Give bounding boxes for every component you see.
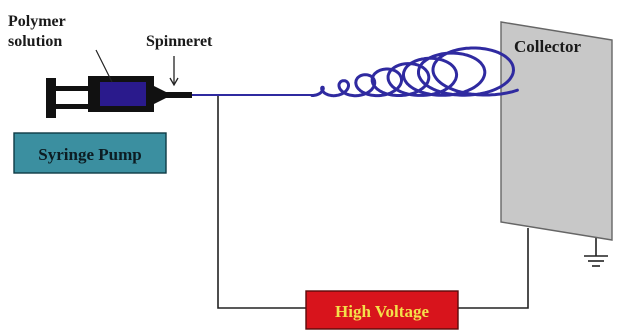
high-voltage-box [305,290,459,330]
collector-label: Collector [514,37,581,56]
spinneret-needle [166,92,192,98]
polymer-jet-spiral [310,46,519,98]
polymer-pointer-line [95,49,113,83]
high-voltage-label: High Voltage [335,302,429,321]
ground-icon [584,255,608,267]
polymer-label-line1: Polymer [8,13,66,30]
polymer-solution [100,82,146,106]
spinneret-arrow-icon [169,56,179,87]
collector-plate [500,21,613,241]
polymer-label-line2: solution [8,33,62,50]
syringe-pump-label: Syringe Pump [38,145,141,164]
spinneret-label: Spinneret [146,33,213,50]
syringe-pump-box [13,132,167,174]
syringe-icon [46,76,192,118]
